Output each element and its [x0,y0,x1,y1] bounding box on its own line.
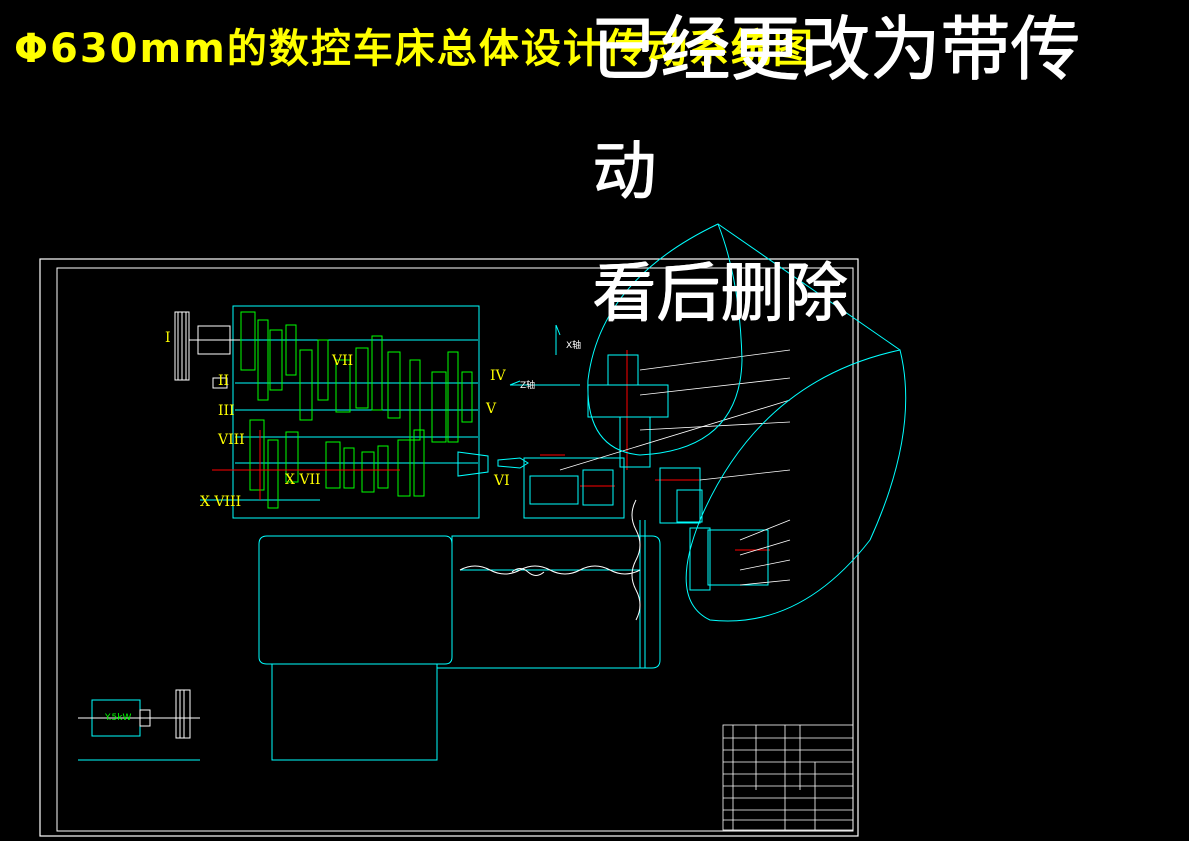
shaft-label-xviii: X VIII [200,494,242,510]
outer-border [39,258,859,837]
leader-lines [559,349,791,586]
inner-border [56,267,854,832]
z-axis-label: Z轴 [520,381,536,391]
shaft-label-viii: VIII [218,432,245,448]
shaft-label-vii: VII [332,353,354,369]
shaft-label-i: I [165,330,171,346]
motor [78,689,200,761]
motor-label: Y.5kW [105,713,132,723]
shaft-label-v: V [486,401,497,417]
title-block [722,724,854,831]
shaft-label-iv: IV [490,368,506,384]
shaft-label-ii: II [218,373,230,389]
shaft-label-xvii: X VII [285,472,321,488]
gear-set [240,311,473,509]
x-axis-label: X轴 [566,341,582,351]
annotation-curves [587,223,907,622]
shaft-label-iii: III [218,403,235,419]
shaft-label-vi: VI [494,473,510,489]
overlay-note-line3: 看后删除 [592,257,848,331]
overlay-note-line2: 动 [592,135,656,209]
drawing-title: Φ630mm的数控车床总体设计传动系统图 [14,26,815,72]
spindle-pulley [174,311,240,389]
overlay-note-line1: 已经更改为带传 [590,8,1080,90]
lead-screw [459,499,641,621]
